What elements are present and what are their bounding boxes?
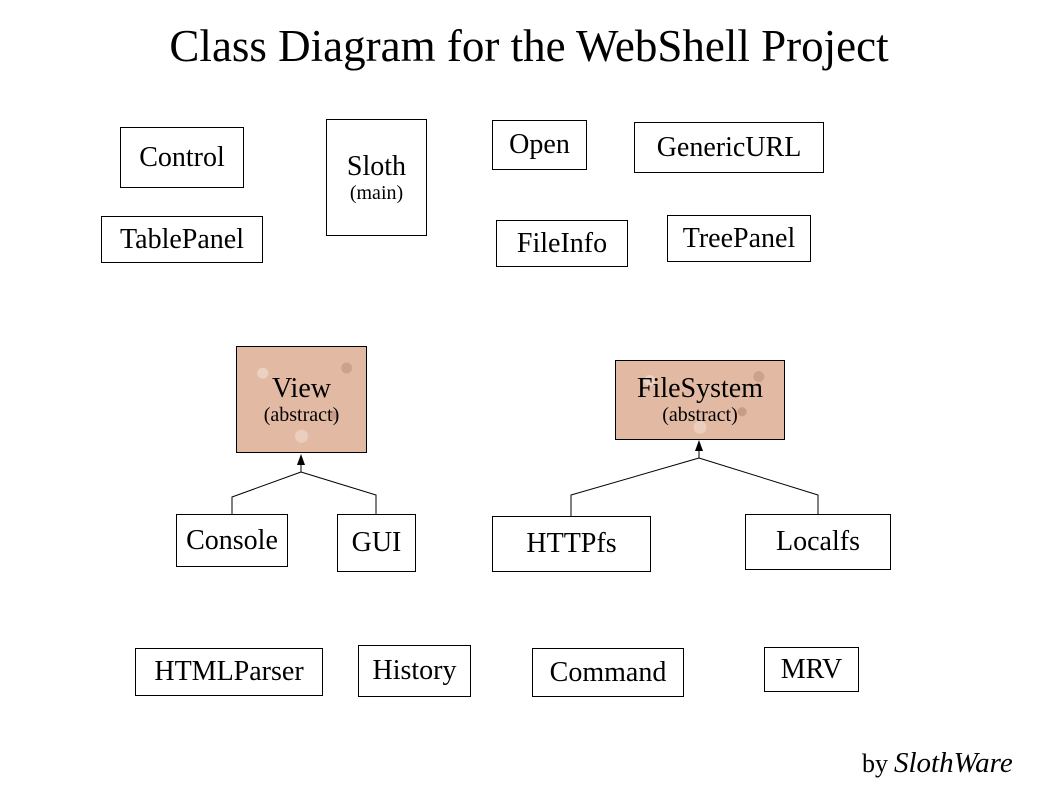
class-mrv-label: MRV — [780, 653, 843, 685]
class-view: View (abstract) — [236, 346, 367, 453]
class-generic-url: GenericURL — [634, 122, 824, 173]
class-localfs-label: Localfs — [776, 526, 860, 557]
localfs-to-filesystem-edge — [698, 457, 819, 514]
class-html-parser: HTMLParser — [135, 648, 323, 696]
gui-to-view-edge — [300, 471, 377, 514]
class-gui-label: GUI — [351, 527, 402, 558]
class-history: History — [358, 645, 471, 697]
class-open-label: Open — [509, 129, 570, 160]
class-sloth: Sloth (main) — [326, 119, 427, 236]
diagram-title: Class Diagram for the WebShell Project — [169, 21, 889, 71]
class-table-panel-label: TablePanel — [120, 223, 244, 255]
class-httpfs: HTTPfs — [492, 516, 651, 572]
class-mrv: MRV — [764, 647, 859, 692]
class-console-label: Console — [186, 524, 278, 556]
class-localfs: Localfs — [745, 514, 891, 570]
class-file-info: FileInfo — [496, 220, 628, 267]
class-control: Control — [120, 127, 244, 188]
credit-prefix: by — [862, 749, 888, 778]
class-open: Open — [492, 120, 587, 170]
class-file-info-label: FileInfo — [516, 227, 608, 259]
class-sloth-label: Sloth — [346, 150, 407, 182]
class-view-label: View — [272, 372, 331, 404]
class-gui: GUI — [337, 514, 416, 572]
class-command-label: Command — [549, 656, 667, 688]
class-command: Command — [532, 648, 684, 697]
class-file-system: FileSystem (abstract) — [615, 360, 785, 440]
filesystem-arrowhead — [695, 440, 703, 451]
httpfs-to-filesystem-edge — [570, 457, 700, 516]
class-file-system-note: (abstract) — [662, 404, 738, 426]
class-tree-panel: TreePanel — [667, 215, 811, 262]
view-arrowhead — [297, 454, 305, 465]
class-table-panel: TablePanel — [101, 216, 263, 263]
credit-brand: SlothWare — [894, 747, 1013, 779]
class-file-system-label: FileSystem — [636, 373, 763, 404]
class-httpfs-label: HTTPfs — [526, 528, 617, 559]
class-console: Console — [176, 514, 288, 567]
console-to-view-edge — [231, 471, 302, 514]
class-view-note: (abstract) — [263, 403, 340, 426]
class-control-label: Control — [139, 141, 225, 173]
class-sloth-note: (main) — [349, 181, 404, 204]
class-generic-url-label: GenericURL — [656, 131, 802, 163]
class-tree-panel-label: TreePanel — [682, 222, 796, 254]
class-history-label: History — [372, 655, 457, 686]
class-html-parser-label: HTMLParser — [154, 656, 304, 687]
